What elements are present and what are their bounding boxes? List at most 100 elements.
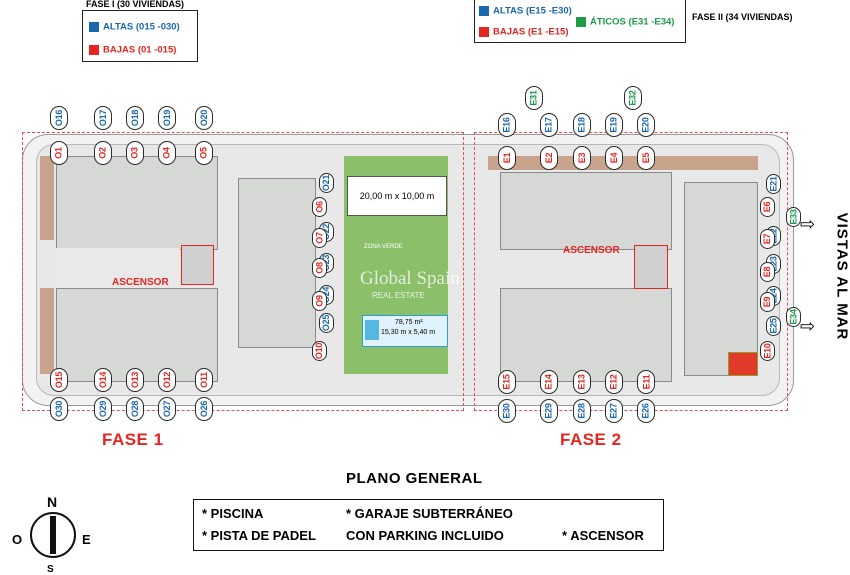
feature-item: CON PARKING INCLUIDO [346, 528, 504, 543]
unit-badge: E17 [540, 113, 558, 137]
watermark-sub: REAL ESTATE [372, 291, 425, 300]
unit-badge: E28 [573, 399, 591, 423]
unit-badge: E19 [605, 113, 623, 137]
building-block [238, 178, 316, 348]
unit-badge: O5 [195, 141, 213, 165]
unit-badge: E11 [637, 370, 655, 394]
feature-item: * PISTA DE PADEL [202, 528, 316, 543]
unit-badge: E7 [760, 229, 775, 249]
watermark: Global Spain [360, 268, 460, 290]
legend-phase1: ALTAS (015 -030) BAJAS (01 -015) [82, 10, 198, 62]
unit-badge: O6 [312, 197, 327, 217]
lift-label: ASCENSOR [563, 245, 620, 256]
unit-badge: E20 [637, 113, 655, 137]
unit-badge: E5 [637, 146, 655, 170]
unit-badge: O26 [195, 397, 213, 421]
unit-badge: O11 [195, 368, 213, 392]
feature-item: * GARAJE SUBTERRÁNEO [346, 506, 513, 521]
padel-court: 20,00 m x 10,00 m [347, 176, 447, 216]
green-swatch [576, 17, 586, 27]
unit-badge: E30 [498, 399, 516, 423]
unit-badge: O28 [126, 397, 144, 421]
unit-badge: E1 [498, 146, 516, 170]
legend-item-bajas: BAJAS (01 -015) [89, 41, 176, 59]
red-swatch [89, 45, 99, 55]
unit-badge: E10 [760, 341, 775, 361]
building-block [500, 172, 672, 250]
court-dimensions: 20,00 m x 10,00 m [360, 191, 435, 201]
unit-badge: E12 [605, 370, 623, 394]
unit-badge: E15 [498, 370, 516, 394]
unit-badge: E21 [766, 174, 781, 194]
unit-badge: O13 [126, 368, 144, 392]
unit-badge: O7 [312, 228, 327, 248]
unit-badge: E31 [525, 86, 543, 110]
unit-badge: O30 [50, 397, 68, 421]
unit-badge: O21 [319, 173, 334, 193]
phase2-title: FASE 2 [560, 430, 622, 450]
unit-badge: O19 [158, 106, 176, 130]
unit-badge: E2 [540, 146, 558, 170]
legend-phase2: ALTAS (E15 -E30) BAJAS (E1 -E15) ÁTICOS … [474, 0, 686, 43]
building-block [684, 182, 758, 376]
feature-item: * ASCENSOR [562, 528, 644, 543]
sea-view-label: VISTAS AL MAR [834, 157, 850, 397]
unit-badge: E13 [573, 370, 591, 394]
legend-phase2-title: FASE II (34 VIVIENDAS) [692, 12, 793, 22]
lift-box [181, 245, 214, 285]
unit-badge: O14 [94, 368, 112, 392]
unit-badge: E3 [573, 146, 591, 170]
legend-phase1-title: FASE I (30 VIVIENDAS) [86, 0, 184, 9]
unit-badge: E16 [498, 113, 516, 137]
pool-dimensions: 15,30 m x 5,40 m [381, 329, 435, 336]
unit-badge: E32 [624, 86, 642, 110]
unit-badge: E6 [760, 197, 775, 217]
unit-badge: O9 [312, 291, 327, 311]
red-swatch [479, 27, 489, 37]
blue-swatch [479, 6, 489, 16]
terrace-deck [40, 156, 54, 240]
phase1-title: FASE 1 [102, 430, 164, 450]
legend-item-altas: ALTAS (E15 -E30) [479, 2, 572, 20]
pool-water [365, 320, 379, 340]
unit-badge: O15 [50, 368, 68, 392]
compass-e: E [82, 532, 91, 547]
unit-badge: E9 [760, 292, 775, 312]
compass: N O E S [10, 494, 100, 572]
lift-box [634, 245, 668, 289]
compass-o: O [12, 532, 22, 547]
unit-badge: E26 [637, 399, 655, 423]
compass-needle [50, 516, 56, 554]
features-box: * PISCINA * PISTA DE PADEL * GARAJE SUBT… [193, 499, 664, 551]
legend-item-altas: ALTAS (015 -030) [89, 18, 180, 36]
pool-area: 78,75 m² [395, 319, 423, 326]
unit-badge: O18 [126, 106, 144, 130]
unit-badge: O8 [312, 258, 327, 278]
plan-title: PLANO GENERAL [346, 470, 483, 487]
unit-badge: O27 [158, 397, 176, 421]
unit-badge: O1 [50, 141, 68, 165]
unit-badge: O2 [94, 141, 112, 165]
feature-item: * PISCINA [202, 506, 263, 521]
unit-badge: E33 [786, 207, 801, 227]
unit-badge: O25 [319, 313, 334, 333]
unit-badge: O4 [158, 141, 176, 165]
pool: 78,75 m² 15,30 m x 5,40 m [362, 315, 448, 347]
unit-badge: O16 [50, 106, 68, 130]
compass-s: S [47, 564, 54, 575]
arrow-right-icon: ⇨ [800, 316, 815, 337]
unit-badge: E14 [540, 370, 558, 394]
legend-item-aticos: ÁTICOS (E31 -E34) [576, 13, 674, 31]
arrow-right-icon: ⇨ [800, 214, 815, 235]
compass-n: N [47, 494, 57, 510]
building-block [500, 288, 672, 382]
terrace-deck [40, 288, 54, 374]
building-block [56, 156, 218, 250]
compass-icon [30, 512, 76, 558]
unit-badge: O10 [312, 341, 327, 361]
lift-label: ASCENSOR [112, 277, 169, 288]
blue-swatch [89, 22, 99, 32]
unit-badge: E34 [786, 307, 801, 327]
unit-badge: E8 [760, 262, 775, 282]
unit-badge: E18 [573, 113, 591, 137]
